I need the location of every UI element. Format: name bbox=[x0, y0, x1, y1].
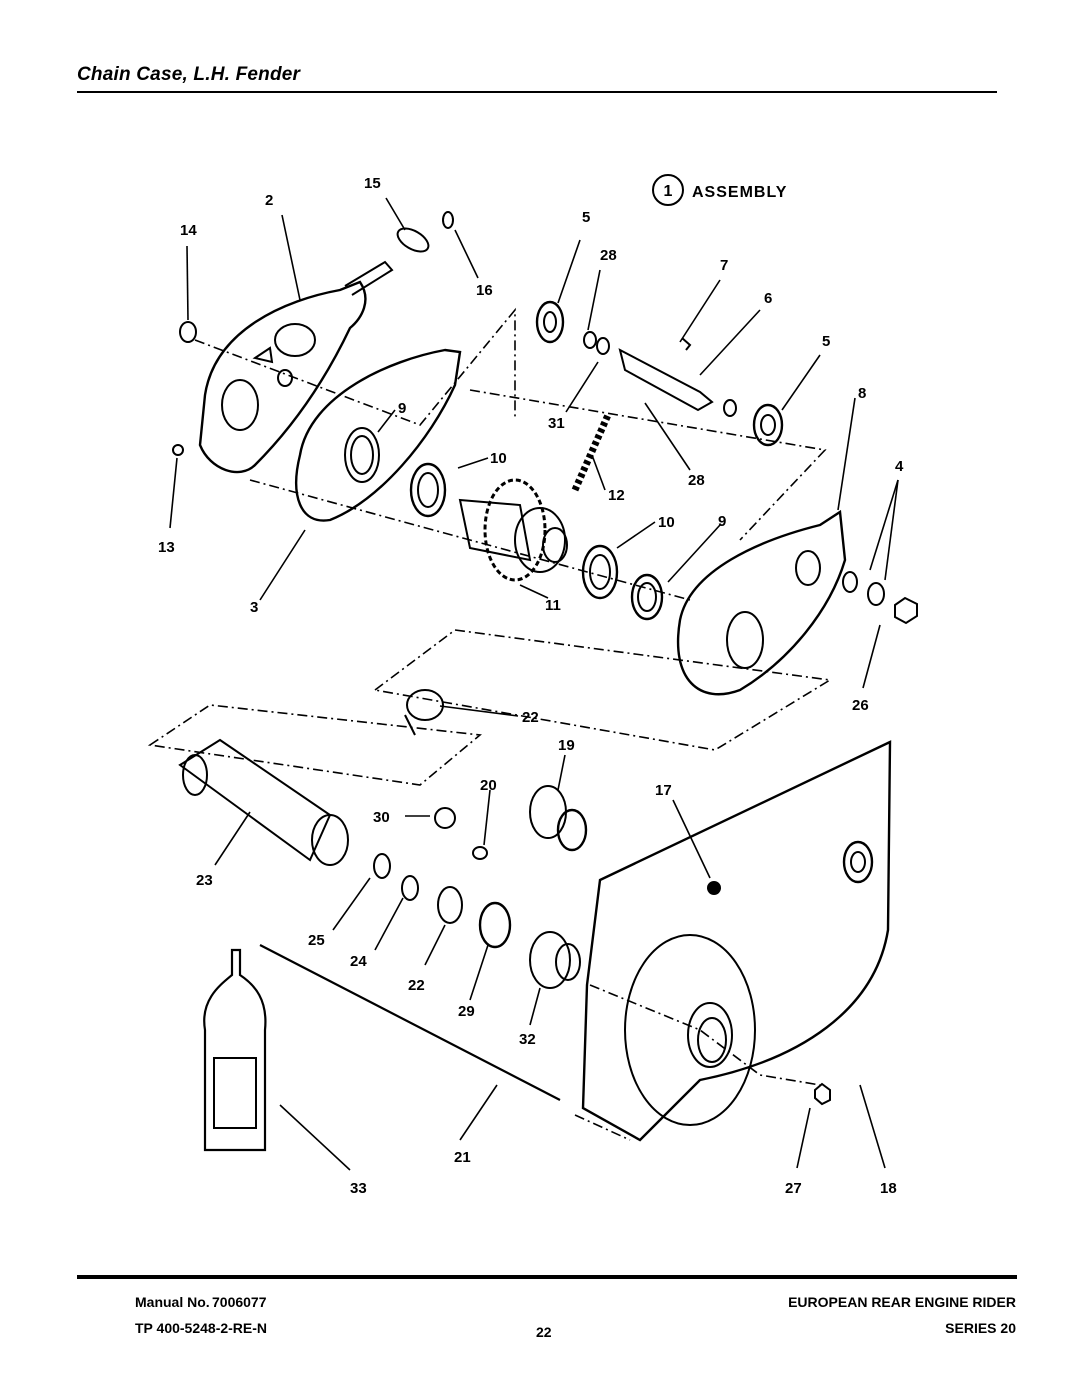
callout-label: 32 bbox=[519, 1031, 536, 1048]
callout-label: 26 bbox=[852, 697, 869, 714]
title-rule bbox=[77, 91, 997, 93]
callout-label: 18 bbox=[880, 1180, 897, 1197]
callout-label: 28 bbox=[688, 472, 705, 489]
product-name: EUROPEAN REAR ENGINE RIDER bbox=[788, 1294, 1016, 1310]
callout-labels: 15 2 14 5 28 7 16 6 5 31 9 8 10 28 12 4 … bbox=[158, 175, 904, 1197]
callout-label: 27 bbox=[785, 1180, 802, 1197]
assembly-marker-circle bbox=[652, 174, 684, 206]
callout-label: 5 bbox=[582, 209, 590, 226]
callout-label: 19 bbox=[558, 737, 575, 754]
callout-label: 15 bbox=[364, 175, 381, 192]
callout-label: 2 bbox=[265, 192, 273, 209]
callout-label: 6 bbox=[764, 290, 772, 307]
tp-code: TP 400-5248-2-RE-N bbox=[135, 1320, 268, 1336]
callout-label: 30 bbox=[373, 809, 390, 826]
callout-label: 5 bbox=[822, 333, 830, 350]
callout-label: 29 bbox=[458, 1003, 475, 1020]
assembly-marker-number: 1 bbox=[664, 183, 673, 200]
callout-label: 22 bbox=[408, 977, 425, 994]
callout-label: 21 bbox=[454, 1149, 471, 1166]
callout-label: 20 bbox=[480, 777, 497, 794]
manual-number-label: Manual No. bbox=[135, 1294, 210, 1310]
parts-diagram: 1 ASSEMBLY 15 2 14 5 28 7 16 6 5 31 9 8 … bbox=[147, 174, 918, 1197]
footer-rule bbox=[77, 1275, 1017, 1279]
left-gasket-plate bbox=[295, 348, 462, 522]
callout-label: 8 bbox=[858, 385, 866, 402]
oil-bottle bbox=[203, 948, 267, 1152]
page-number: 22 bbox=[536, 1324, 552, 1340]
fender-plate bbox=[581, 740, 892, 1142]
callout-label: 28 bbox=[600, 247, 617, 264]
series-label: SERIES 20 bbox=[945, 1320, 1016, 1336]
callout-label: 17 bbox=[655, 782, 672, 799]
callout-label: 4 bbox=[895, 458, 904, 475]
assembly-label: ASSEMBLY bbox=[692, 184, 787, 201]
callout-label: 31 bbox=[548, 415, 565, 432]
callout-label: 33 bbox=[350, 1180, 367, 1197]
callout-label: 23 bbox=[196, 872, 213, 889]
callout-label: 12 bbox=[608, 487, 625, 504]
callout-label: 10 bbox=[490, 450, 507, 467]
callout-label: 7 bbox=[720, 257, 728, 274]
leader-lines bbox=[169, 197, 899, 1171]
bellows bbox=[178, 738, 349, 866]
sprocket bbox=[458, 478, 568, 582]
callout-label: 9 bbox=[398, 400, 406, 417]
callout-label: 3 bbox=[250, 599, 258, 616]
callout-label: 16 bbox=[476, 282, 493, 299]
callout-label: 22 bbox=[522, 709, 539, 726]
callout-label: 24 bbox=[350, 953, 367, 970]
callout-label: 13 bbox=[158, 539, 175, 556]
left-case-half bbox=[198, 280, 367, 474]
callout-label: 9 bbox=[718, 513, 726, 530]
callout-label: 25 bbox=[308, 932, 325, 949]
callout-label: 14 bbox=[180, 222, 197, 239]
page-title: Chain Case, L.H. Fender bbox=[77, 64, 301, 85]
right-case-half bbox=[676, 509, 847, 696]
callout-label: 10 bbox=[658, 514, 675, 531]
manual-number: 7006077 bbox=[212, 1294, 267, 1310]
callout-label: 11 bbox=[545, 597, 561, 614]
